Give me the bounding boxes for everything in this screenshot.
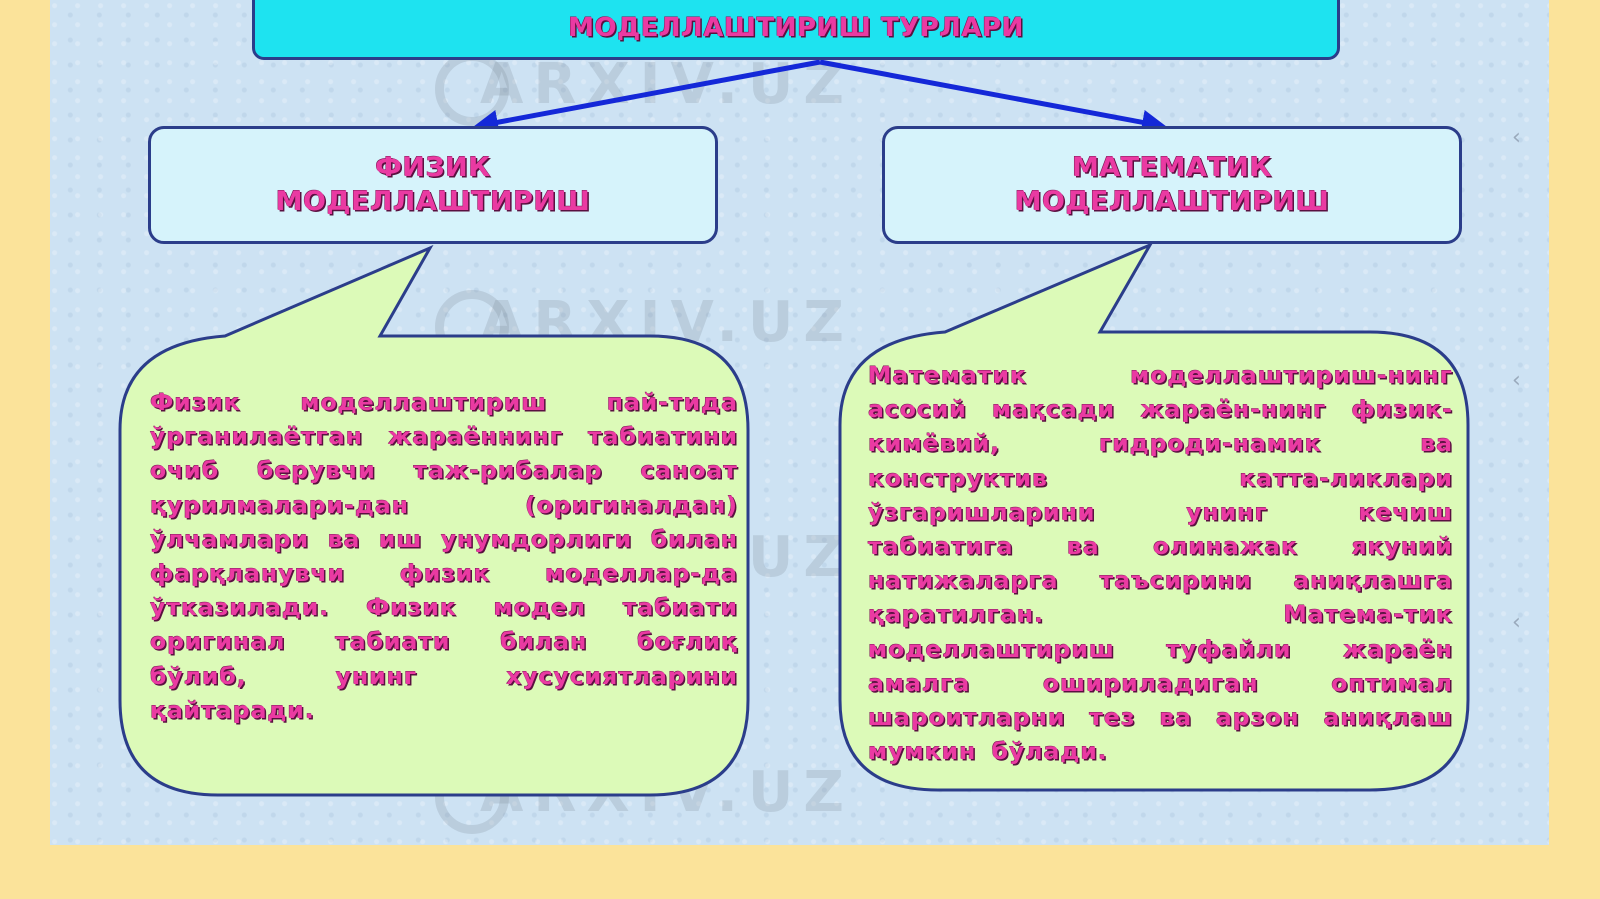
- title-box: МОДЕЛЛАШТИРИШ ТУРЛАРИ: [252, 0, 1340, 60]
- physical-modeling-heading: ФИЗИК МОДЕЛЛАШТИРИШ: [275, 152, 591, 217]
- physical-modeling-description: Физик моделлаштириш пай-тида ўрганилаётг…: [150, 388, 738, 724]
- mathematical-modeling-box: МАТЕМАТИК МОДЕЛЛАШТИРИШ: [882, 126, 1462, 244]
- arrow-to-mathematical: [819, 59, 1167, 135]
- slide: ARXIV.UZ ARXIV.UZ ARXIV.UZ ARXIV.UZ ‹ ‹ …: [50, 0, 1549, 845]
- left-callout-bubble: [118, 244, 750, 797]
- title: МОДЕЛЛАШТИРИШ ТУРЛАРИ: [568, 13, 1024, 43]
- right-callout-bubble: [838, 241, 1470, 792]
- edge-glyph-icon: ‹: [1512, 125, 1521, 150]
- watermark: ARXIV.UZ: [480, 52, 854, 117]
- physical-modeling-box: ФИЗИК МОДЕЛЛАШТИРИШ: [148, 126, 718, 244]
- edge-glyph-icon: ‹: [1512, 610, 1521, 635]
- diagram-shapes: [118, 59, 1470, 797]
- edge-glyph-icon: ‹: [1512, 368, 1521, 393]
- arrow-to-physical: [473, 59, 821, 135]
- mathematical-modeling-description: Математик моделлаштириш-нинг асосий мақс…: [868, 361, 1453, 766]
- mathematical-modeling-heading: МАТЕМАТИК МОДЕЛЛАШТИРИШ: [1014, 152, 1330, 217]
